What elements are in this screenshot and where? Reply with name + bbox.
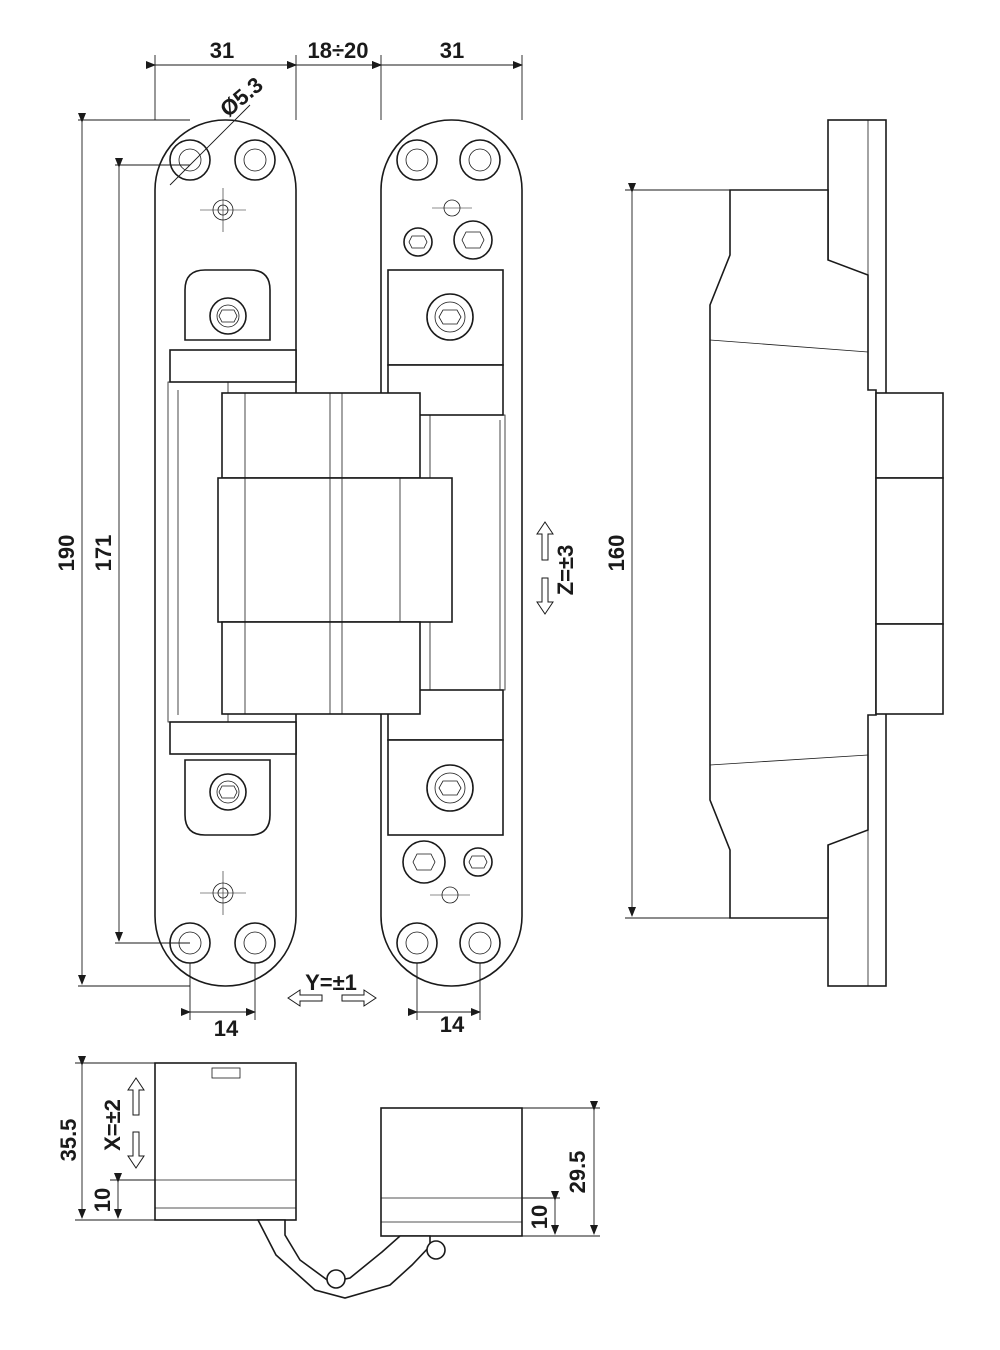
right-bottom-pin [430, 886, 470, 904]
right-lower-screw [426, 764, 474, 812]
right-top-hole-2 [459, 139, 501, 181]
dim-overall-height: 190 [54, 535, 79, 572]
dim-bottom-left-spacing: 14 [214, 1016, 239, 1041]
adjust-z-label: Z=±3 [553, 545, 578, 596]
dim-section-left-height: 35.5 [56, 1119, 81, 1162]
right-bottom-hole-1 [396, 922, 438, 964]
right-z-adjust-screw-top [403, 220, 493, 260]
z-adjust-arrows [536, 521, 554, 615]
dim-section-right-base: 10 [527, 1205, 552, 1229]
adjust-y-label: Y=±1 [305, 970, 357, 995]
dim-section-left-base: 10 [90, 1188, 115, 1212]
dim-side-height: 160 [604, 535, 629, 572]
left-top-hole-2 [234, 139, 276, 181]
right-z-adjust-screw-bottom [402, 840, 493, 884]
dim-top-gap: 18÷20 [307, 38, 368, 63]
left-top-pin [200, 188, 246, 232]
left-bottom-hole-2 [234, 922, 276, 964]
left-bottom-pin [200, 871, 246, 915]
right-top-pin [432, 199, 472, 217]
dim-hole-diameter: Ø5.3 [215, 72, 268, 122]
x-adjust-arrows [127, 1077, 145, 1169]
left-top-hole-1 [169, 139, 211, 181]
y-adjust-arrows [287, 989, 377, 1007]
dim-bottom-right-spacing: 14 [440, 1012, 465, 1037]
left-upper-screw [209, 297, 247, 335]
dim-section-right-height: 29.5 [565, 1151, 590, 1194]
right-upper-screw [426, 293, 474, 341]
dim-top-left-width: 31 [210, 38, 234, 63]
hinge-knuckle [217, 392, 453, 715]
dim-top-right-width: 31 [440, 38, 464, 63]
dim-hole-pitch-height: 171 [91, 535, 116, 572]
right-top-hole-1 [396, 139, 438, 181]
dimension-lines [75, 55, 730, 1237]
hinge-side-view [709, 119, 944, 987]
hinge-section-view [154, 1062, 523, 1299]
right-bottom-hole-2 [459, 922, 501, 964]
left-lower-screw [209, 773, 247, 811]
adjust-x-label: X=±2 [100, 1099, 125, 1151]
